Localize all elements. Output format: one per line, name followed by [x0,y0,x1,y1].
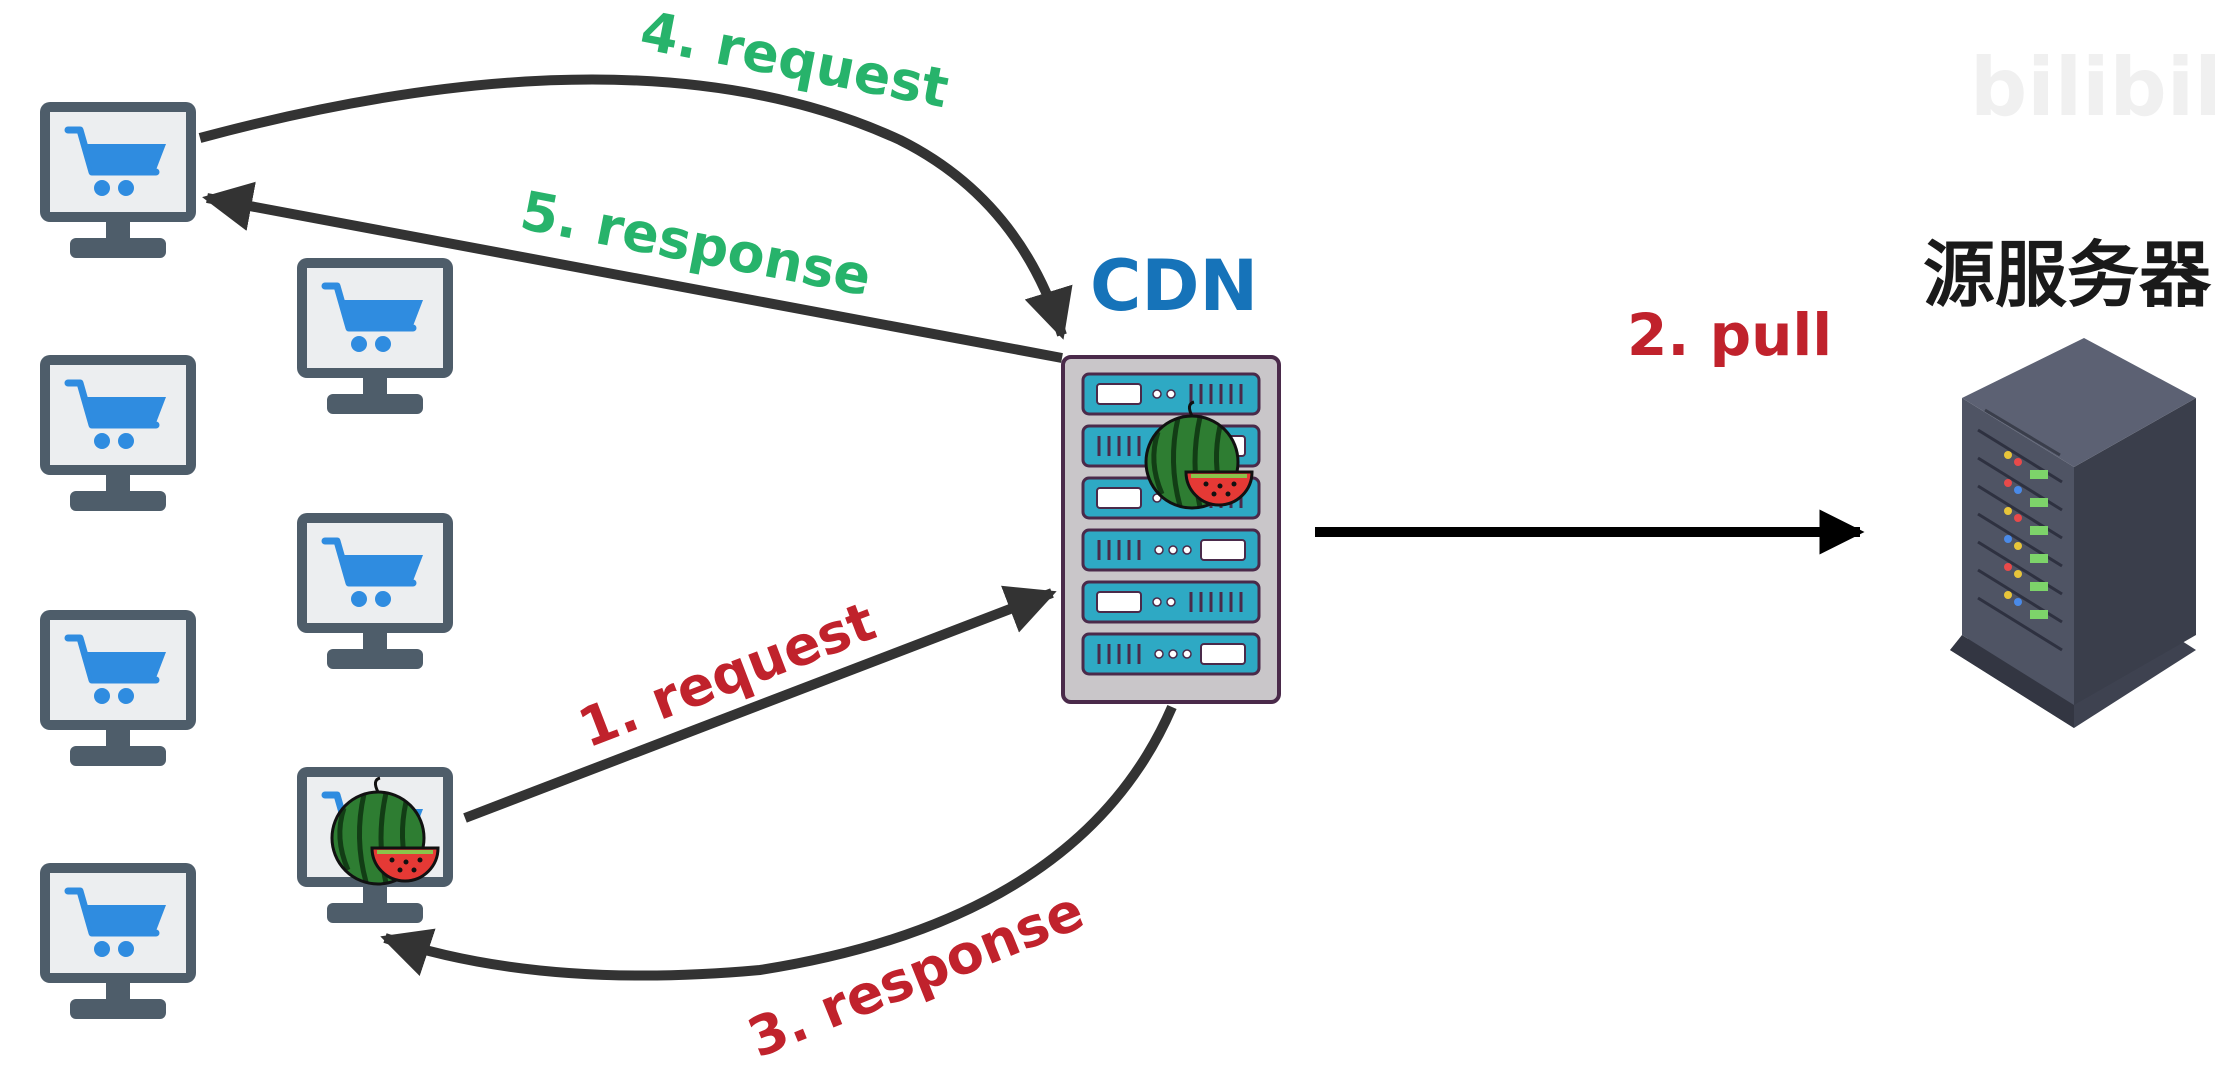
watermark-logo: bilibili [1970,41,2224,134]
step-2-pull-label: 2. pull [1627,301,1832,369]
arrow-3-response [380,705,1177,981]
arrow-4-request [198,74,1073,340]
step-3-response-label: 3. response [739,879,1092,1065]
client-monitor-3 [40,610,196,766]
client-monitor-1 [40,102,196,258]
client-monitor-4 [40,863,196,1019]
cdn-label: CDN [1090,245,1258,327]
cdn-server-icon [1061,355,1281,704]
arrow-5-response [202,181,1063,363]
client-monitor-6 [297,513,453,669]
arrow-1-request [463,585,1057,823]
client-monitor-5 [297,258,453,414]
client-monitor-2 [40,355,196,511]
origin-server-label: 源服务器 [1923,233,2212,317]
origin-server-icon [1950,338,2196,728]
